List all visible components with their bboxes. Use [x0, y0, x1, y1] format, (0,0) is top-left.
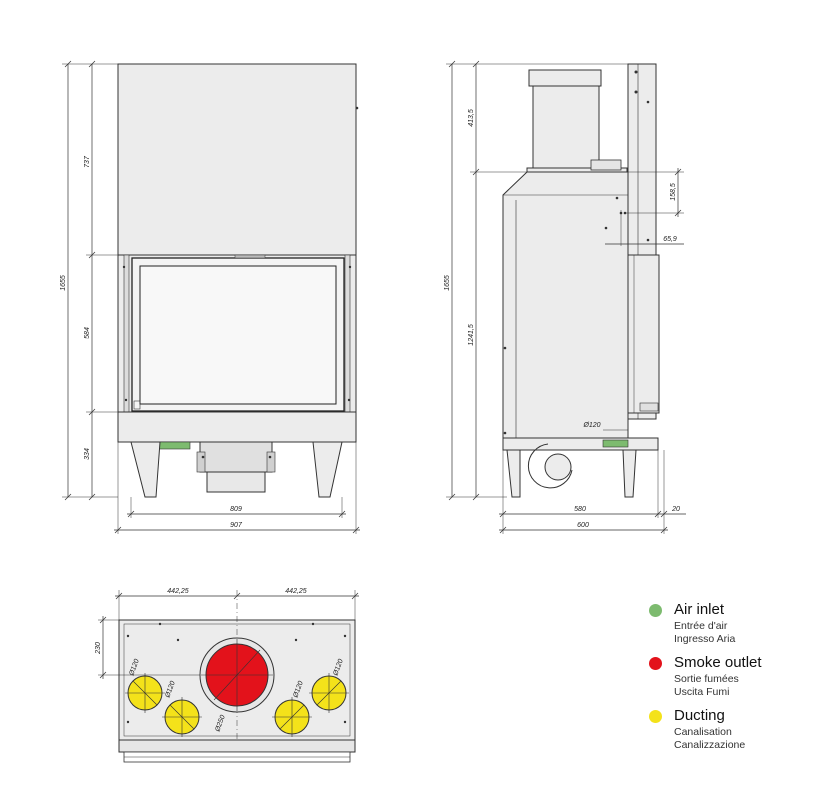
legend-item-air-inlet: Air inlet Entrée d'air Ingresso Aria	[645, 600, 825, 645]
side-duct-outline	[527, 443, 573, 489]
front-left-leg	[130, 441, 161, 498]
ducting-dot-icon	[649, 710, 662, 723]
legend-title-smoke-outlet: Smoke outlet	[674, 654, 762, 671]
side-dim-flue-height: 413,5	[468, 109, 475, 127]
legend-title-air-inlet: Air inlet	[674, 601, 725, 618]
side-dim-body-height: 1241,5	[468, 324, 475, 346]
top-view: Ø120 Ø120 Ø120 Ø120 Ø250 442,25 442,25 2…	[95, 588, 359, 763]
front-dim-top-section: 737	[84, 155, 91, 168]
smoke-outlet-dot-icon	[649, 657, 662, 670]
side-body	[502, 171, 629, 439]
side-air-inlet	[602, 439, 629, 448]
legend-sub-air-inlet-fr: Entrée d'air	[674, 620, 728, 632]
front-dim-base-height: 334	[84, 448, 91, 460]
front-dim-inner-width: 809	[230, 506, 242, 513]
side-view: 413,5 1655 1241,5 158,5 65,9 Ø120 580 20…	[444, 60, 686, 534]
side-flue	[532, 85, 600, 173]
legend-sub-ducting-it: Canalizzazione	[674, 738, 746, 751]
legend-sub-ducting-fr: Canalisation	[674, 726, 732, 738]
air-inlet-dot-icon	[649, 604, 662, 617]
front-hood	[117, 63, 357, 256]
front-view: 1655 737 584 334 809 907	[60, 60, 360, 534]
legend-item-smoke-outlet: Smoke outlet Sortie fumées Uscita Fumi	[645, 653, 825, 698]
legend-sub-smoke-outlet-it: Uscita Fumi	[674, 685, 730, 698]
side-dim-total-height: 1655	[444, 275, 451, 291]
legend-title-ducting: Ducting	[674, 707, 725, 724]
front-dim-total-width: 907	[230, 522, 243, 529]
legend: Air inlet Entrée d'air Ingresso Aria Smo…	[645, 600, 825, 759]
front-right-leg	[312, 441, 343, 498]
front-dim-total-height: 1655	[60, 275, 67, 291]
legend-sub-smoke-outlet-fr: Sortie fumées	[674, 673, 739, 685]
front-glass	[139, 265, 337, 405]
front-dim-door-height: 584	[84, 327, 91, 339]
legend-item-ducting: Ducting Canalisation Canalizzazione	[645, 706, 825, 751]
top-dim-left-half: 442,25	[167, 588, 189, 595]
front-base	[117, 411, 357, 443]
side-dim-outlet-offset: 158,5	[670, 183, 677, 201]
legend-sub-air-inlet-it: Ingresso Aria	[674, 632, 736, 645]
side-dim-front-projection: 20	[671, 506, 680, 513]
front-air-inlet	[157, 441, 191, 450]
top-dim-depth-offset: 230	[95, 642, 102, 655]
side-dim-rear-offset: 65,9	[663, 236, 677, 243]
side-dim-duct-diameter: Ø120	[582, 422, 600, 429]
side-dim-total-depth: 600	[577, 522, 589, 529]
top-dim-right-half: 442,25	[285, 588, 307, 595]
side-dim-depth: 580	[574, 506, 586, 513]
